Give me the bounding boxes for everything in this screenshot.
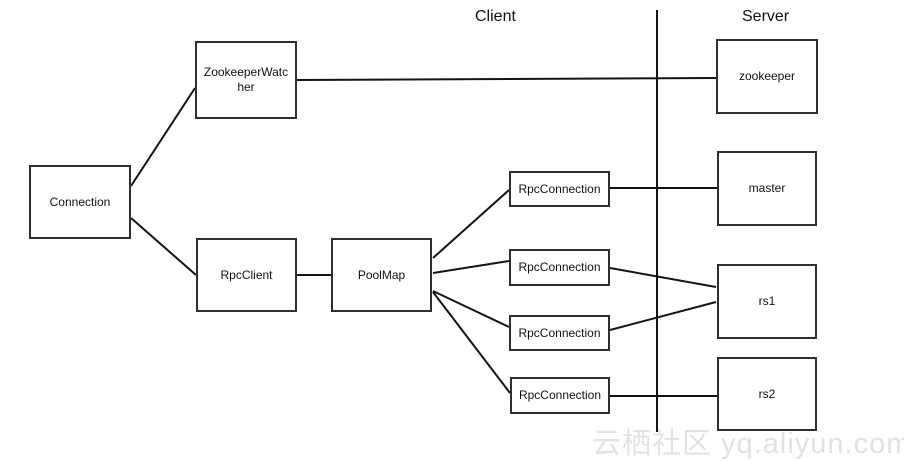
edge-rpcconnection2-rs1 <box>609 267 717 288</box>
node-rs2: rs2 <box>717 357 817 431</box>
edge-poolmap-rpcconnection1 <box>432 189 510 259</box>
node-master: master <box>717 151 817 226</box>
node-zookeeper: zookeeper <box>716 39 818 114</box>
node-zookeeper-watcher: ZookeeperWatcher <box>195 41 297 119</box>
watermark: 云栖社区 yq.aliyun.com <box>592 428 904 460</box>
edge-poolmap-rpcconnection4 <box>432 291 511 394</box>
edge-connection-rpcclient <box>130 217 197 276</box>
client-section-label: Client <box>475 8 516 25</box>
edge-poolmap-rpcconnection3 <box>432 290 510 328</box>
node-rpc-connection-1: RpcConnection <box>509 171 610 207</box>
node-rpc-connection-2: RpcConnection <box>509 249 610 286</box>
node-rpc-connection-4: RpcConnection <box>510 377 610 414</box>
edge-connection-zookeeperwatcher <box>130 87 196 187</box>
node-rs1: rs1 <box>717 264 817 339</box>
node-rpc-connection-3: RpcConnection <box>509 315 610 351</box>
node-rpc-client: RpcClient <box>196 238 297 312</box>
server-section-label: Server <box>742 8 790 25</box>
node-connection: Connection <box>29 165 131 239</box>
edge-rpcconnection3-rs1 <box>609 301 717 331</box>
edge-poolmap-rpcconnection2 <box>432 260 510 274</box>
node-pool-map: PoolMap <box>331 238 432 312</box>
edge-zookeeperwatcher-zookeeper <box>296 77 717 81</box>
